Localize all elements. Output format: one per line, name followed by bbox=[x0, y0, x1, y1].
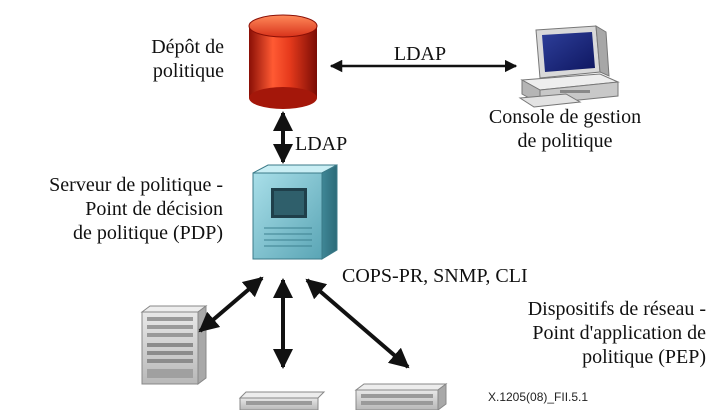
ldap-horizontal-label: LDAP bbox=[393, 43, 447, 65]
server-label: Serveur de politique - Point de décision… bbox=[0, 173, 223, 245]
network-switch-icon bbox=[354, 383, 448, 410]
devices-label-line1: Dispositifs de réseau - bbox=[527, 298, 706, 320]
repository-label-line2: politique bbox=[152, 60, 224, 82]
server-label-line2: Point de décision bbox=[85, 198, 223, 220]
console-label-line1: Console de gestion bbox=[488, 106, 642, 128]
database-icon bbox=[248, 14, 318, 109]
computer-console-icon bbox=[518, 25, 620, 108]
console-label: Console de gestion de politique bbox=[470, 105, 660, 153]
network-switch-icon bbox=[238, 391, 326, 410]
devices-label-line3: politique (PEP) bbox=[582, 346, 706, 368]
console-label-line2: de politique bbox=[517, 130, 613, 152]
ldap-vertical-label: LDAP bbox=[295, 133, 348, 155]
server-label-line3: de politique (PDP) bbox=[73, 222, 223, 244]
server-label-line1: Serveur de politique - bbox=[49, 174, 223, 196]
network-chassis-icon bbox=[140, 305, 208, 385]
repository-label: Dépôt de politique bbox=[120, 35, 224, 83]
repository-label-line1: Dépôt de bbox=[151, 36, 224, 58]
pep-link-arrow-left bbox=[198, 276, 264, 333]
devices-label-line2: Point d'application de bbox=[532, 322, 706, 344]
figure-reference: X.1205(08)_FII.5.1 bbox=[488, 390, 589, 404]
server-tower-icon bbox=[252, 164, 338, 260]
pep-link-arrow-right bbox=[305, 278, 410, 369]
protocols-label: COPS-PR, SNMP, CLI bbox=[342, 265, 528, 287]
devices-label: Dispositifs de réseau - Point d'applicat… bbox=[470, 297, 706, 369]
